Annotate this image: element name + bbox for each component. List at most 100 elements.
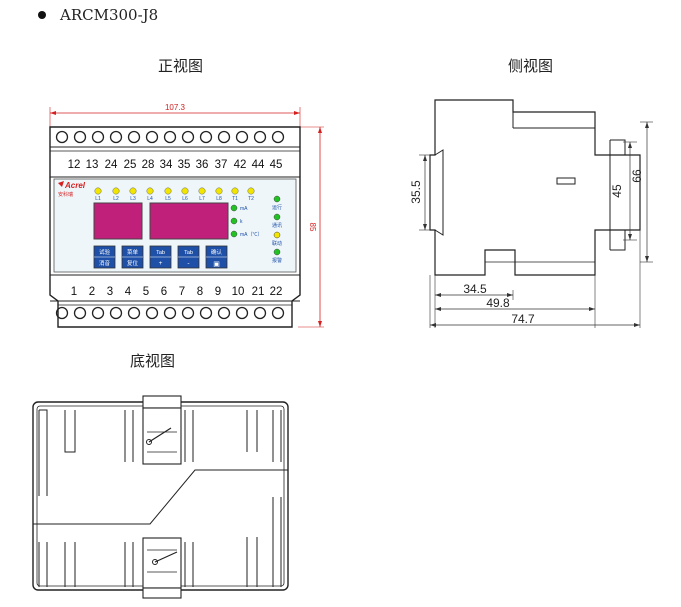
horizontal-dimensions: 34.5 49.8 74.7: [429, 230, 641, 328]
button-top-label: Tab: [184, 250, 193, 256]
terminal-bottom-label: 10: [232, 286, 245, 298]
terminal-top-label: 34: [160, 159, 173, 171]
bottom-divider: [33, 469, 288, 525]
led-label: L1: [95, 196, 101, 202]
side-view-drawing: 35.5 45 66 34.5 49.8 74.7: [409, 99, 653, 328]
unit-indicators: mA k mA（℃）: [230, 204, 263, 238]
terminal-top-label: 25: [124, 159, 137, 171]
terminal-top-label: 44: [252, 159, 265, 171]
dim-35-5: 35.5: [409, 154, 430, 231]
front-height-dimension: 85: [298, 126, 324, 328]
front-width-label: 107.3: [165, 103, 186, 112]
unit-label: k: [240, 219, 243, 225]
button-bottom-label: -: [187, 260, 189, 267]
led-label: L7: [199, 196, 205, 202]
terminal-top-label: 42: [234, 159, 247, 171]
led-label: T1: [232, 196, 238, 202]
terminal-top-label: 28: [142, 159, 155, 171]
terminal-bottom-label: 1: [71, 286, 77, 298]
button-bottom-label: 复位: [127, 259, 139, 267]
status-label: 通讯: [272, 222, 282, 229]
button-top-label: 确认: [211, 248, 223, 256]
test-mute-button[interactable]: 试验 消音: [93, 245, 116, 269]
front-height-label: 85: [308, 223, 317, 232]
front-width-dimension: 107.3: [49, 103, 301, 127]
terminal-top-label: 37: [215, 159, 228, 171]
top-terminal-screws: [55, 130, 285, 144]
led-indicator: [146, 187, 154, 195]
led-label: L2: [113, 196, 119, 202]
button-top-label: 试验: [99, 248, 111, 256]
bullet-icon: [38, 11, 46, 19]
front-view-label: 正视图: [158, 57, 204, 75]
terminal-bottom-label: 6: [161, 286, 167, 298]
button-bottom-label: 消音: [99, 259, 111, 267]
unit-label: mA: [240, 206, 248, 212]
dim-label: 49.8: [486, 296, 510, 310]
status-lights: 运行 通讯 联动 报警: [272, 195, 282, 264]
housing-outline: [49, 126, 301, 328]
bottom-view-drawing: [32, 395, 289, 599]
terminal-bottom-label: 22: [270, 286, 283, 298]
terminal-bottom-label: 3: [107, 286, 113, 298]
led-label: L6: [182, 196, 188, 202]
side-view-label: 侧视图: [508, 57, 554, 75]
led-label: L8: [216, 196, 222, 202]
led-label: L5: [165, 196, 171, 202]
brand-sub: 安科瑞: [58, 191, 73, 198]
panel-buttons: 试验 消音 菜单 复位 Tab + Tab - 确认 ▣: [93, 245, 228, 269]
display-window-left: [93, 202, 143, 240]
button-bottom-label: ▣: [213, 261, 220, 268]
brand-logo: Acrel 安科瑞: [58, 181, 86, 198]
status-label: 运行: [272, 204, 282, 211]
terminal-top-label: 36: [196, 159, 209, 171]
terminal-top-label: 45: [270, 159, 283, 171]
din-clip-bottom: [142, 537, 182, 599]
terminal-bottom-label: 2: [89, 286, 95, 298]
display-window-right: [149, 202, 229, 240]
product-model: ARCM300-J8: [60, 6, 159, 24]
minus-button[interactable]: Tab -: [177, 245, 200, 269]
dim-label: 74.7: [511, 312, 535, 326]
led-indicator: [164, 187, 172, 195]
terminal-bottom-label: 8: [197, 286, 203, 298]
led-indicator: [181, 187, 189, 195]
plus-button[interactable]: Tab +: [149, 245, 172, 269]
led-row: [94, 187, 255, 195]
button-bottom-label: +: [159, 260, 163, 267]
led-indicator: [94, 187, 102, 195]
bottom-terminal-labels: 1 2 3 4 5 6 7 8 9 10 21 22: [71, 286, 283, 298]
bottom-view-label: 底视图: [130, 352, 176, 370]
terminal-top-label: 24: [105, 159, 118, 171]
terminal-top-label: 35: [178, 159, 191, 171]
dim-66: 66: [630, 121, 653, 263]
terminal-bottom-label: 9: [215, 286, 221, 298]
led-indicator: [112, 187, 120, 195]
led-indicator: [247, 187, 255, 195]
terminal-bottom-label: 4: [125, 286, 132, 298]
led-indicator: [129, 187, 137, 195]
status-label: 联动: [272, 240, 282, 247]
terminal-top-label: 12: [68, 159, 81, 171]
side-slot: [556, 177, 576, 185]
side-body-outline: [429, 99, 641, 276]
dim-label: 34.5: [463, 282, 487, 296]
led-labels: L1 L2 L3 L4 L5 L6 L7 L8 T1 T2: [95, 196, 254, 202]
terminal-bottom-label: 5: [143, 286, 149, 298]
dim-label: 45: [610, 184, 624, 198]
brand-name: Acrel: [64, 181, 86, 190]
led-label: L4: [147, 196, 153, 202]
button-top-label: 菜单: [127, 248, 139, 256]
status-label: 报警: [272, 257, 282, 264]
terminal-top-label: 13: [86, 159, 99, 171]
terminal-bottom-label: 7: [179, 286, 185, 298]
top-terminal-labels: 12 13 24 25 28 34 35 36 37 42 44 45: [68, 159, 283, 171]
led-label: T2: [248, 196, 254, 202]
menu-reset-button[interactable]: 菜单 复位: [121, 245, 144, 269]
led-label: L3: [130, 196, 136, 202]
button-top-label: Tab: [156, 250, 165, 256]
dim-label: 35.5: [409, 180, 423, 204]
led-indicator: [231, 187, 239, 195]
dim-label: 66: [630, 169, 644, 183]
confirm-button[interactable]: 确认 ▣: [205, 245, 228, 269]
